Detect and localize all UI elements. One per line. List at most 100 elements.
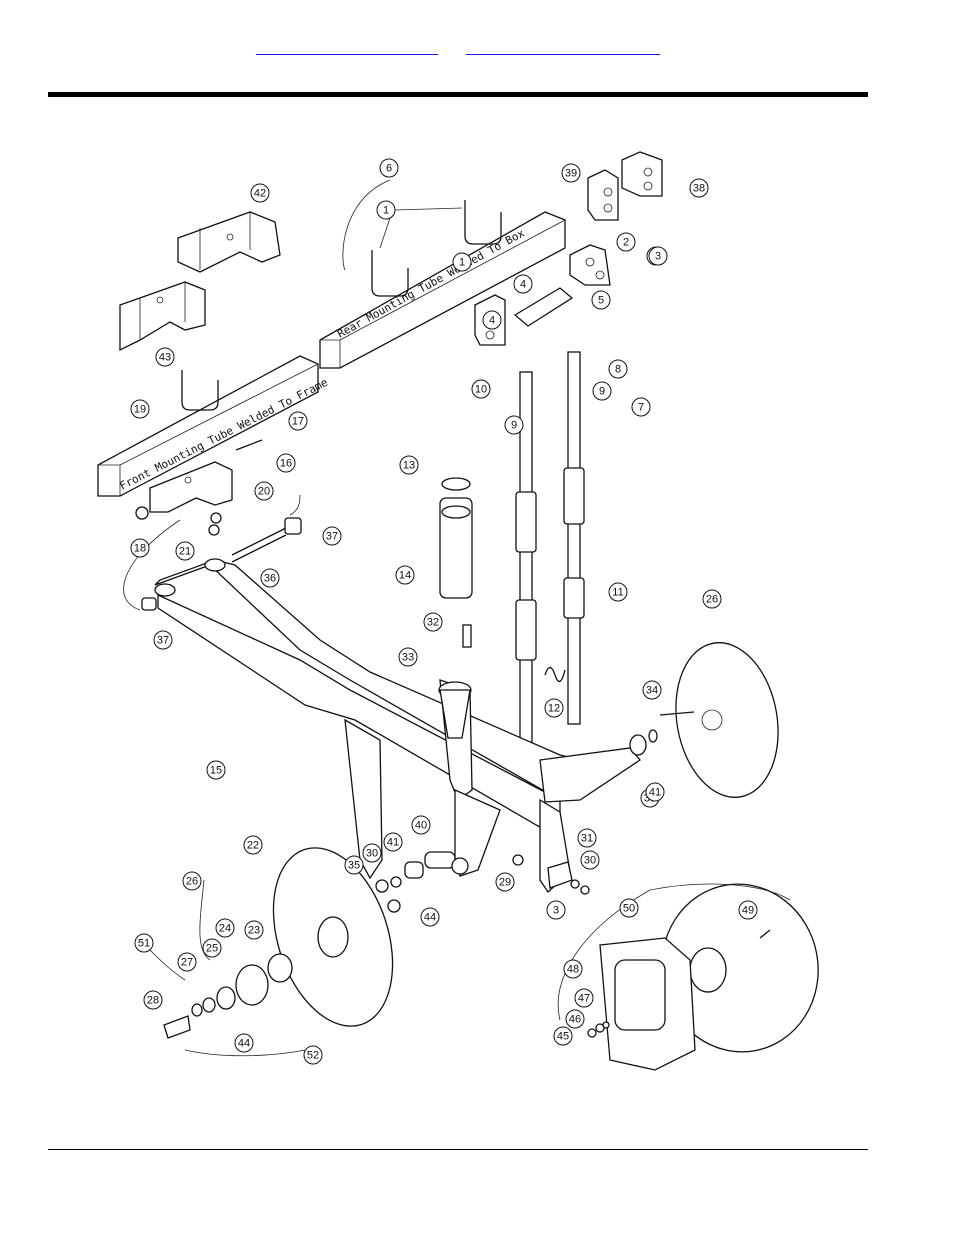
callout-37: 37 <box>153 630 173 650</box>
callout-number: 22 <box>247 840 259 852</box>
callout-number: 31 <box>581 833 593 845</box>
callout-number: 43 <box>159 352 171 364</box>
callout-9: 9 <box>592 381 612 401</box>
callout-17: 17 <box>288 411 308 431</box>
callout-number: 41 <box>387 837 399 849</box>
callout-number: 4 <box>520 279 526 291</box>
callout-number: 1 <box>459 257 465 269</box>
callout-number: 33 <box>402 652 414 664</box>
spring-rods <box>515 351 585 751</box>
callout-number: 7 <box>638 402 644 414</box>
callout-42: 42 <box>250 183 270 203</box>
top-rule <box>48 92 868 97</box>
callout-10: 10 <box>471 379 491 399</box>
callout-48: 48 <box>563 959 583 979</box>
callouts: 1122334456789910111213141516171819202122… <box>130 158 758 1065</box>
callout-38: 38 <box>689 178 709 198</box>
callout-7: 7 <box>631 397 651 417</box>
header-link-2[interactable] <box>466 40 660 55</box>
callout-number: 45 <box>557 1031 569 1043</box>
spacers-center <box>375 851 590 913</box>
callout-24: 24 <box>215 918 235 938</box>
header-link-1[interactable] <box>256 40 438 55</box>
callout-number: 35 <box>348 860 360 872</box>
callout-number: 29 <box>499 877 511 889</box>
callout-number: 13 <box>403 460 415 472</box>
gauge-wheel-48 <box>587 883 819 1071</box>
callout-number: 40 <box>415 820 427 832</box>
pivot-shaft <box>141 517 302 611</box>
callout-number: 10 <box>475 384 487 396</box>
callout-44: 44 <box>420 907 440 927</box>
callout-32: 32 <box>423 612 443 632</box>
callout-number: 28 <box>147 995 159 1007</box>
callout-21: 21 <box>175 541 195 561</box>
callout-number: 14 <box>399 570 411 582</box>
slider-block-5 <box>513 287 574 327</box>
callout-52: 52 <box>303 1045 323 1065</box>
main-frame-15 <box>154 558 641 893</box>
spring-14 <box>439 477 473 648</box>
callout-number: 41 <box>649 787 661 799</box>
leader-lines <box>123 179 791 1057</box>
callout-number: 6 <box>386 163 392 175</box>
disc-22 <box>163 847 394 1039</box>
callout-12: 12 <box>544 698 564 718</box>
callout-number: 39 <box>565 168 577 180</box>
callout-number: 8 <box>615 364 621 376</box>
callout-1: 1 <box>376 200 396 220</box>
callout-number: 3 <box>655 251 661 263</box>
callout-49: 49 <box>738 900 758 920</box>
callout-9: 9 <box>504 415 524 435</box>
callout-47: 47 <box>574 988 594 1008</box>
callout-1: 1 <box>452 252 472 272</box>
callout-number: 15 <box>210 765 222 777</box>
callout-number: 48 <box>567 964 579 976</box>
callout-number: 30 <box>366 848 378 860</box>
bracket-42 <box>177 211 281 273</box>
u-bolts <box>181 200 502 411</box>
callout-25: 25 <box>202 938 222 958</box>
callout-28: 28 <box>143 990 163 1010</box>
callout-44: 44 <box>234 1033 254 1053</box>
callout-number: 37 <box>326 531 338 543</box>
callout-45: 45 <box>553 1026 573 1046</box>
callout-29: 29 <box>495 872 515 892</box>
disc-26-right <box>629 642 779 798</box>
callout-number: 11 <box>612 587 623 599</box>
callout-33: 33 <box>398 647 418 667</box>
callout-number: 30 <box>584 855 596 867</box>
callout-number: 16 <box>280 458 292 470</box>
callout-number: 47 <box>578 993 590 1005</box>
callout-number: 52 <box>307 1050 319 1062</box>
callout-number: 3 <box>553 905 559 917</box>
callout-20: 20 <box>254 481 274 501</box>
bottom-rule <box>48 1149 868 1150</box>
callout-number: 21 <box>179 546 191 558</box>
callout-number: 27 <box>181 957 193 969</box>
callout-number: 37 <box>157 635 169 647</box>
callout-39: 39 <box>561 163 581 183</box>
callout-8: 8 <box>608 359 628 379</box>
callout-26: 26 <box>702 589 722 609</box>
callout-number: 46 <box>569 1014 581 1026</box>
callout-number: 9 <box>599 386 605 398</box>
callout-35: 35 <box>344 855 364 875</box>
callout-number: 44 <box>238 1038 250 1050</box>
callout-34: 34 <box>642 680 662 700</box>
callout-number: 24 <box>219 923 231 935</box>
callout-31: 31 <box>577 828 597 848</box>
callout-number: 19 <box>134 404 146 416</box>
callout-number: 23 <box>248 925 260 937</box>
callout-15: 15 <box>206 760 226 780</box>
callout-51: 51 <box>134 933 154 953</box>
callout-18: 18 <box>130 538 150 558</box>
callout-41: 41 <box>645 782 665 802</box>
callout-26: 26 <box>182 871 202 891</box>
callout-11: 11 <box>608 582 628 602</box>
callout-number: 32 <box>427 617 439 629</box>
callout-6: 6 <box>379 158 399 178</box>
callout-23: 23 <box>244 920 264 940</box>
callout-number: 38 <box>693 183 705 195</box>
